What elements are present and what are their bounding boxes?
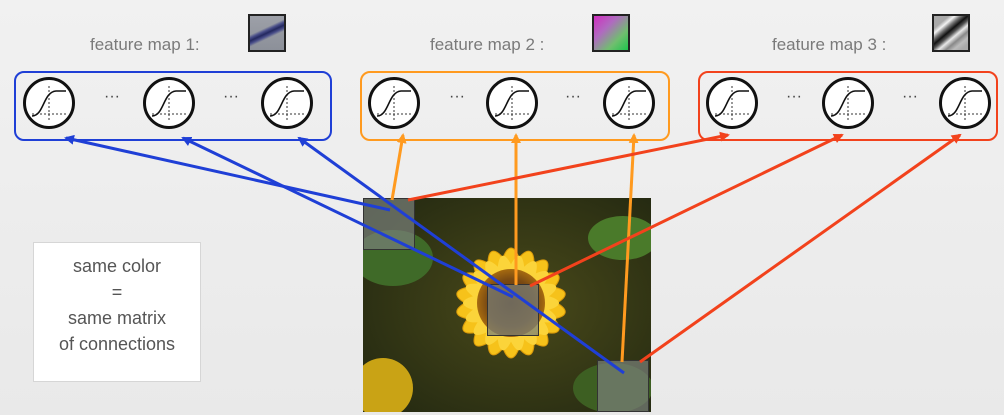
feature-map-3-filter-thumbnail [932, 14, 970, 52]
sigmoid-neuron-icon [368, 77, 420, 129]
ellipsis: ··· [104, 88, 120, 105]
ellipsis: ··· [786, 88, 802, 105]
feature-map-1-filter-thumbnail [248, 14, 286, 52]
legend-box: same color = same matrix of connections [33, 242, 201, 382]
sigmoid-neuron-icon [603, 77, 655, 129]
arrow-blue-1 [64, 134, 391, 212]
sigmoid-neuron-icon [261, 77, 313, 129]
ellipsis: ··· [449, 88, 465, 105]
legend-line-3: same matrix [67, 308, 166, 328]
arrow-red-3 [639, 133, 962, 364]
arrow-blue-2 [181, 136, 514, 299]
sigmoid-neuron-icon [939, 77, 991, 129]
arrow-red-2 [529, 133, 844, 288]
ellipsis: ··· [223, 88, 239, 105]
ellipsis: ··· [565, 88, 581, 105]
feature-map-2-filter-thumbnail [592, 14, 630, 52]
sigmoid-neuron-icon [706, 77, 758, 129]
legend-line-4: of connections [58, 334, 176, 354]
feature-map-2-title: feature map 2 : [430, 35, 545, 54]
arrow-blue-3 [297, 136, 625, 375]
legend-line-2: = [111, 282, 123, 302]
feature-map-1-box [14, 71, 332, 141]
feature-map-3-box [698, 71, 998, 141]
arrow-orange-1 [390, 133, 407, 201]
arrow-red-1 [407, 131, 730, 202]
sigmoid-neuron-icon [486, 77, 538, 129]
feature-map-1-title: feature map 1: [90, 35, 200, 54]
sunflower-image [363, 198, 651, 412]
sigmoid-neuron-icon [143, 77, 195, 129]
legend-line-1: same color [72, 256, 162, 276]
ellipsis: ··· [902, 88, 918, 105]
sigmoid-neuron-icon [23, 77, 75, 129]
sigmoid-neuron-icon [822, 77, 874, 129]
arrow-orange-3 [620, 133, 639, 363]
feature-map-3-title: feature map 3 : [772, 35, 887, 54]
